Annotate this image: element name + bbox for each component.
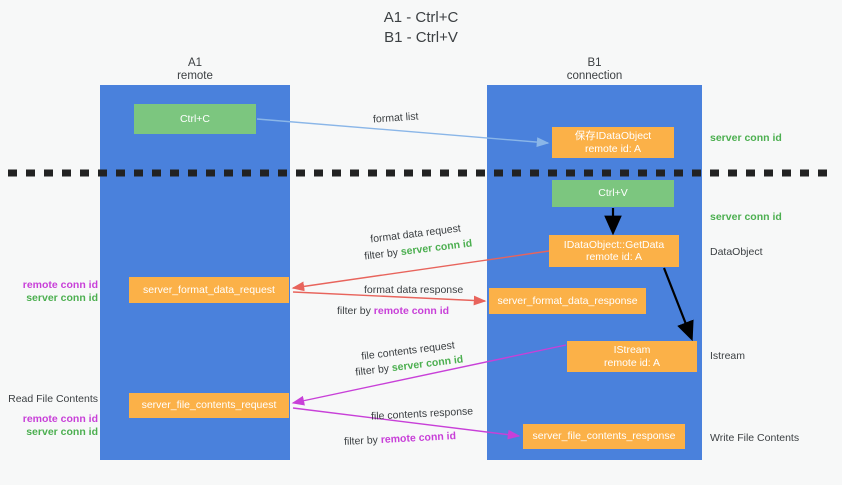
column-header-a1: A1 remote: [177, 57, 213, 82]
annotation-read-file-contents: Read File Contents: [8, 393, 98, 405]
arrow-format-data-request: [291, 250, 550, 292]
edge-label-format-data-response-filter: filter by remote conn id: [337, 305, 449, 317]
node-server-file-contents-request[interactable]: server_file_contents_request: [129, 393, 289, 418]
annotation-server-conn-id-top: server conn id: [710, 132, 782, 145]
annotation-remote-conn-id: remote conn id: [22, 279, 98, 291]
annotation-server-conn-id-mid: server conn id: [710, 211, 782, 224]
node-idataobject-getdata[interactable]: IDataObject::GetData remote id: A: [549, 235, 679, 267]
annotation-dataobject: DataObject: [710, 246, 763, 258]
annotation-server-conn-id: server conn id: [26, 292, 98, 304]
annotation-text: server conn id: [710, 211, 782, 223]
arrow-file-contents-response: [292, 407, 521, 440]
annotation-conn-ids-format: remote conn id server conn id: [10, 279, 98, 305]
node-ctrl-v[interactable]: Ctrl+V: [552, 180, 674, 207]
annotation-remote-conn-id: remote conn id: [22, 413, 98, 425]
column-header-b1: B1 connection: [566, 57, 623, 82]
filter-key-remote-conn-id: remote conn id: [373, 305, 450, 317]
filter-prefix: filter by: [337, 305, 374, 317]
node-server-format-data-response[interactable]: server_format_data_response: [489, 288, 646, 314]
filter-prefix: filter by: [343, 434, 382, 448]
edge-label-format-data-response: format data response: [364, 284, 464, 296]
node-idataobject[interactable]: 保存IDataObject remote id: A: [552, 127, 674, 158]
annotation-write-file-contents: Write File Contents: [710, 432, 800, 444]
node-ctrl-c[interactable]: Ctrl+C: [134, 104, 256, 134]
arrow-file-contents-request: [291, 344, 567, 406]
annotation-text: server conn id: [710, 132, 782, 144]
arrow-format-list: [256, 118, 550, 147]
annotation-istream: Istream: [710, 350, 746, 362]
node-server-file-contents-response[interactable]: server_file_contents_response: [523, 424, 685, 449]
annotation-server-conn-id: server conn id: [26, 426, 98, 438]
page-title: A1 - Ctrl+C B1 - Ctrl+V: [383, 9, 459, 46]
annotation-conn-ids-file: remote conn id server conn id: [10, 413, 98, 439]
node-server-format-data-request[interactable]: server_format_data_request: [129, 277, 289, 303]
arrow-format-data-response: [292, 291, 487, 306]
node-istream[interactable]: IStream remote id: A: [567, 341, 697, 372]
arrow-getdata-to-istream: [662, 267, 694, 342]
